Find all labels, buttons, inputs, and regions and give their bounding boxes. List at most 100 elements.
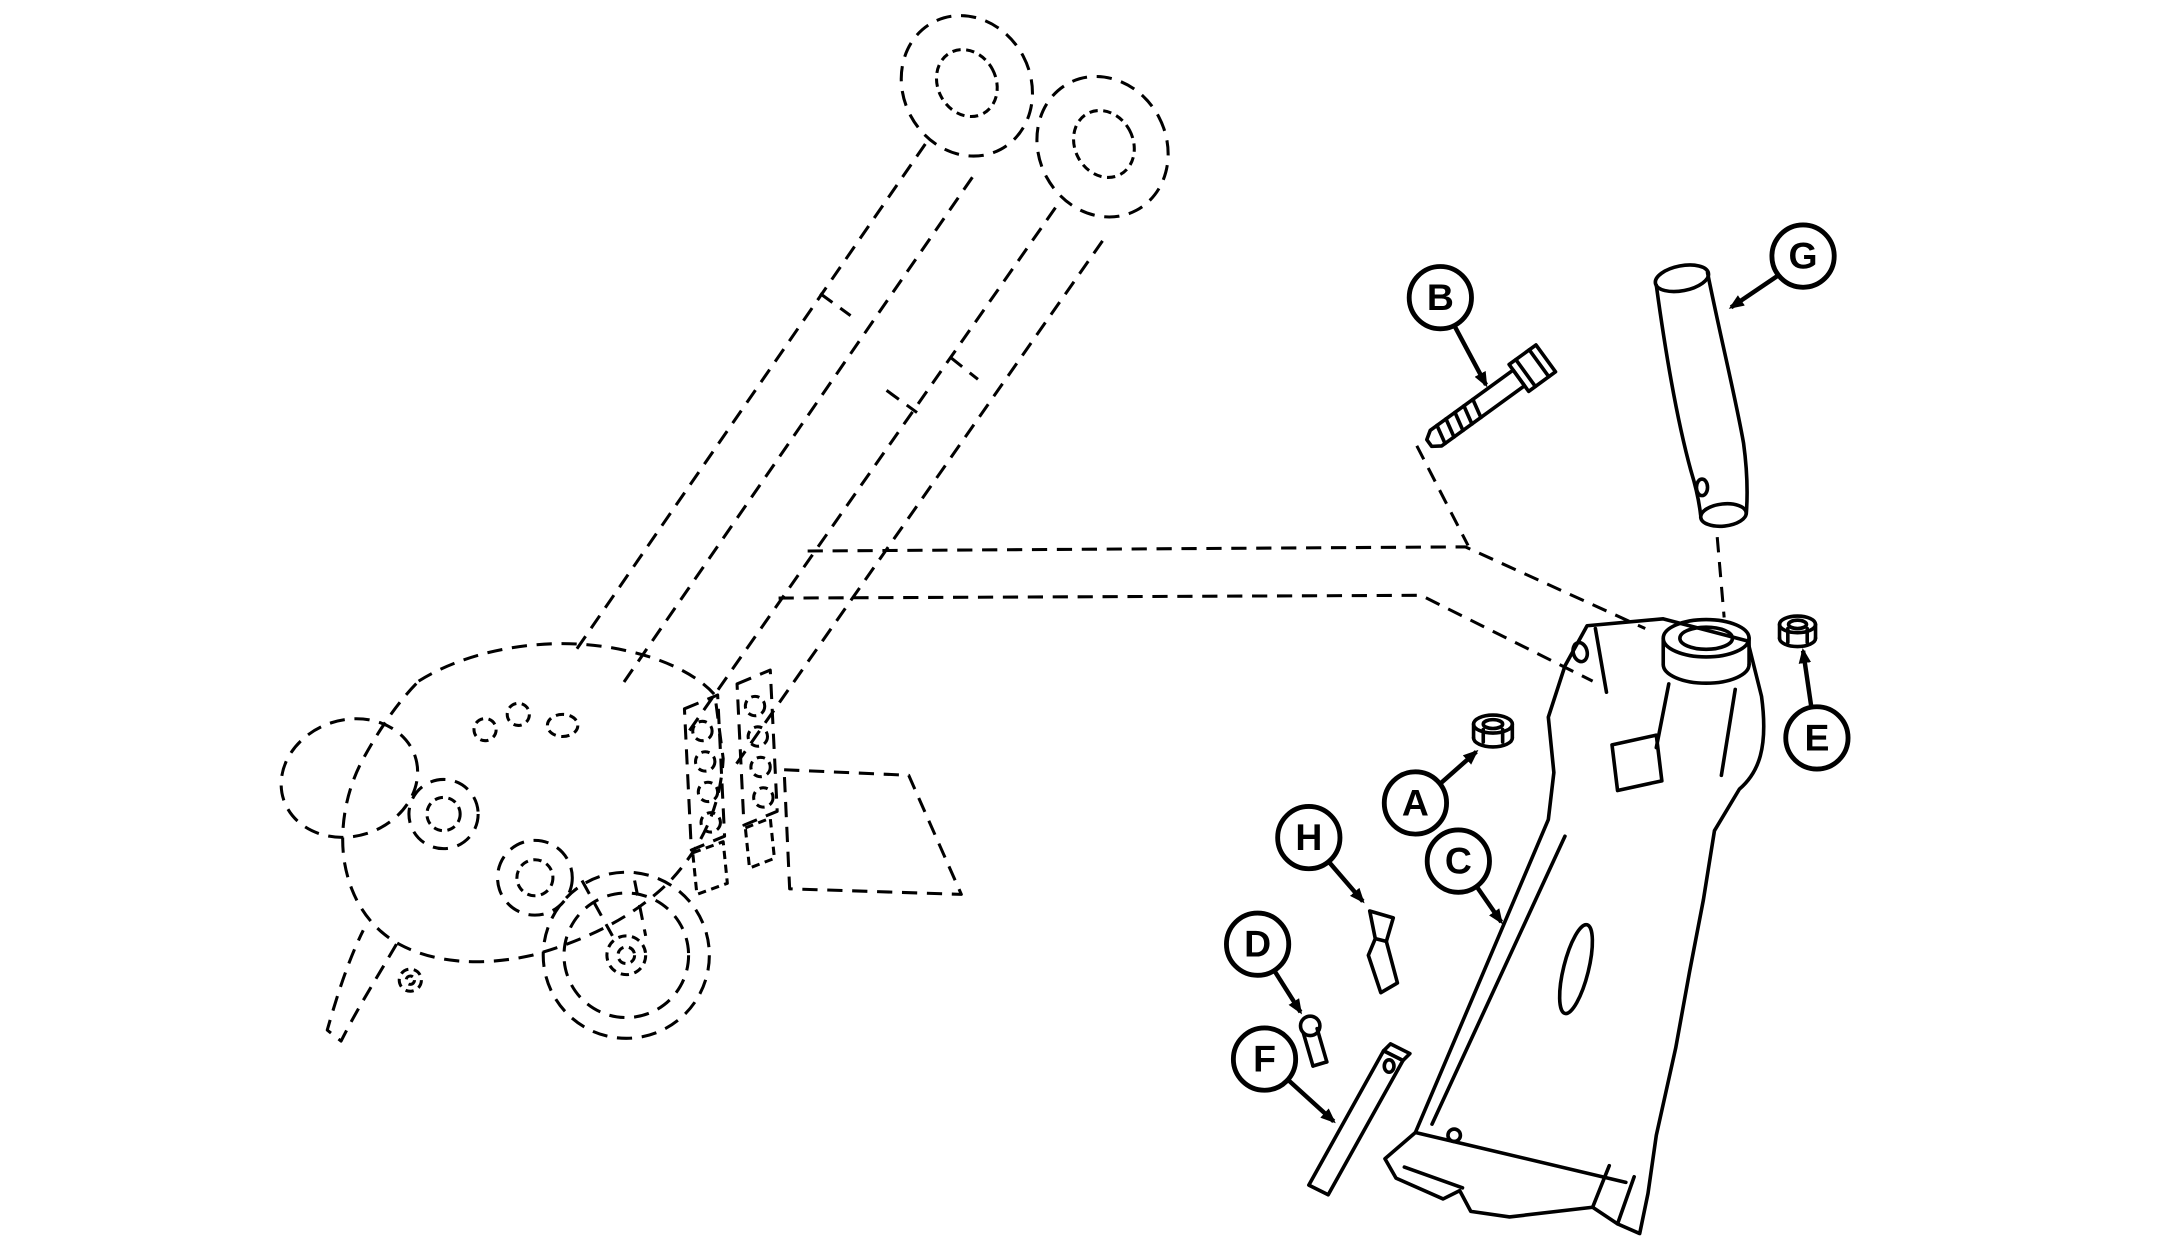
beam-edge [733,240,1104,768]
toe-edge [1590,1163,1612,1210]
pin-head [1298,1014,1322,1038]
callout-c-label: C [1445,840,1472,882]
frame-hook [325,929,398,1043]
callout-h: H [1275,804,1343,872]
callout-g: G [1769,222,1837,290]
plate-hole [691,719,714,743]
tube-bottom-end [1698,501,1749,529]
nut-bore [1481,717,1505,731]
plate-hole [699,811,722,834]
bolt-alignment-line [1415,445,1470,547]
gauge-wheel-tire [541,870,711,1040]
rib-line [1654,682,1671,750]
callout-d-circle [1224,910,1292,978]
tube-alignment-line [1715,537,1726,618]
callout-a-label: A [1402,781,1429,823]
frame-small-boss-bore [404,974,416,986]
bar-hole [1382,1057,1396,1075]
plate-hole [693,750,717,773]
leader-arrow-g [1728,273,1780,310]
nut-part-a [1471,713,1515,749]
beam-edge [572,143,927,655]
hitch-eye-outline [1035,74,1170,219]
bolt-head-facet [1514,357,1538,389]
leader-arrow-a [1438,749,1479,786]
clip-fold-line [1373,936,1389,944]
callout-d: D [1224,910,1292,978]
leader-arrows [1272,273,1814,1124]
square-boss [1610,733,1664,793]
pin-shaft [1301,1030,1315,1068]
bracket-outline [1383,617,1766,1236]
callout-b: B [1406,264,1474,332]
bolt-head [1507,343,1558,394]
frame-boss-bore [425,795,462,833]
rib-line [1430,834,1567,1126]
wear-bar-part-f [1307,1042,1412,1197]
pin-tip [1311,1060,1329,1068]
plate-lower-tab [691,840,729,896]
ear-edge [1593,626,1609,695]
rib-line [1719,687,1738,778]
plate-hole [696,780,720,804]
nut-bore [1786,618,1809,631]
callout-a: A [1381,769,1449,837]
shoe-inner-edge [1402,1165,1465,1190]
callout-d-label: D [1244,923,1271,965]
plate-lower-tab [743,816,776,870]
bolt-part-b [1425,343,1558,449]
hitch-eye-bore [1072,108,1136,179]
adjust-slot [1557,922,1595,1016]
bar-end-face [1381,1042,1412,1063]
frame-nut [472,717,498,743]
nut-part-e [1777,614,1818,649]
leader-arrow-c [1474,884,1504,925]
pin-part-d [1298,1014,1329,1068]
callout-g-circle [1769,222,1837,290]
bolt-thread [1462,404,1474,426]
tube-edge [1705,270,1749,516]
frame-boss [407,777,480,851]
gauge-wheel-hub-bore [616,945,637,966]
plate-hole [746,725,770,748]
alignment-dashed-lines [778,445,1726,896]
alignment-line [778,593,1594,683]
callout-f-label: F [1253,1038,1276,1080]
alignment-line [807,545,1646,630]
frame-nut [505,701,531,727]
callout-c-circle [1424,827,1492,895]
mount-location-outline [782,768,963,896]
bolt-thread [1471,397,1483,420]
callout-a-circle [1381,769,1449,837]
callout-e-label: E [1804,716,1829,758]
pin-shaft [1315,1026,1329,1064]
socket-bore [1678,625,1735,652]
bolt-thread [1453,410,1465,433]
tube-pin-hole [1694,477,1710,498]
implement-phantom-drawing [279,14,1170,1043]
mount-plate [735,668,779,827]
frame-oval-hole [545,712,580,739]
ear-hole [1571,640,1590,664]
gauge-wheel-rim [562,891,691,1020]
nut-top-face [1471,713,1515,735]
wheel-strut [633,880,648,937]
beam-edge [685,206,1057,735]
plate-hole [743,694,767,718]
hitch-eye-bore [934,48,999,119]
callout-h-label: H [1295,816,1322,858]
wheel-strut [580,879,614,937]
beam-detail [949,355,979,381]
handle-tube-part-g [1653,263,1749,529]
bolt-shank [1425,368,1527,449]
callout-h-circle [1275,804,1343,872]
leader-arrow-d [1272,969,1303,1015]
beam-detail [819,292,852,317]
beam-edge [619,176,974,688]
tube-top-end [1653,263,1711,294]
bracket-part-c [1383,617,1766,1236]
nut-bottom [1471,736,1515,749]
frame-boss [496,838,574,917]
leader-arrow-f [1286,1078,1336,1124]
